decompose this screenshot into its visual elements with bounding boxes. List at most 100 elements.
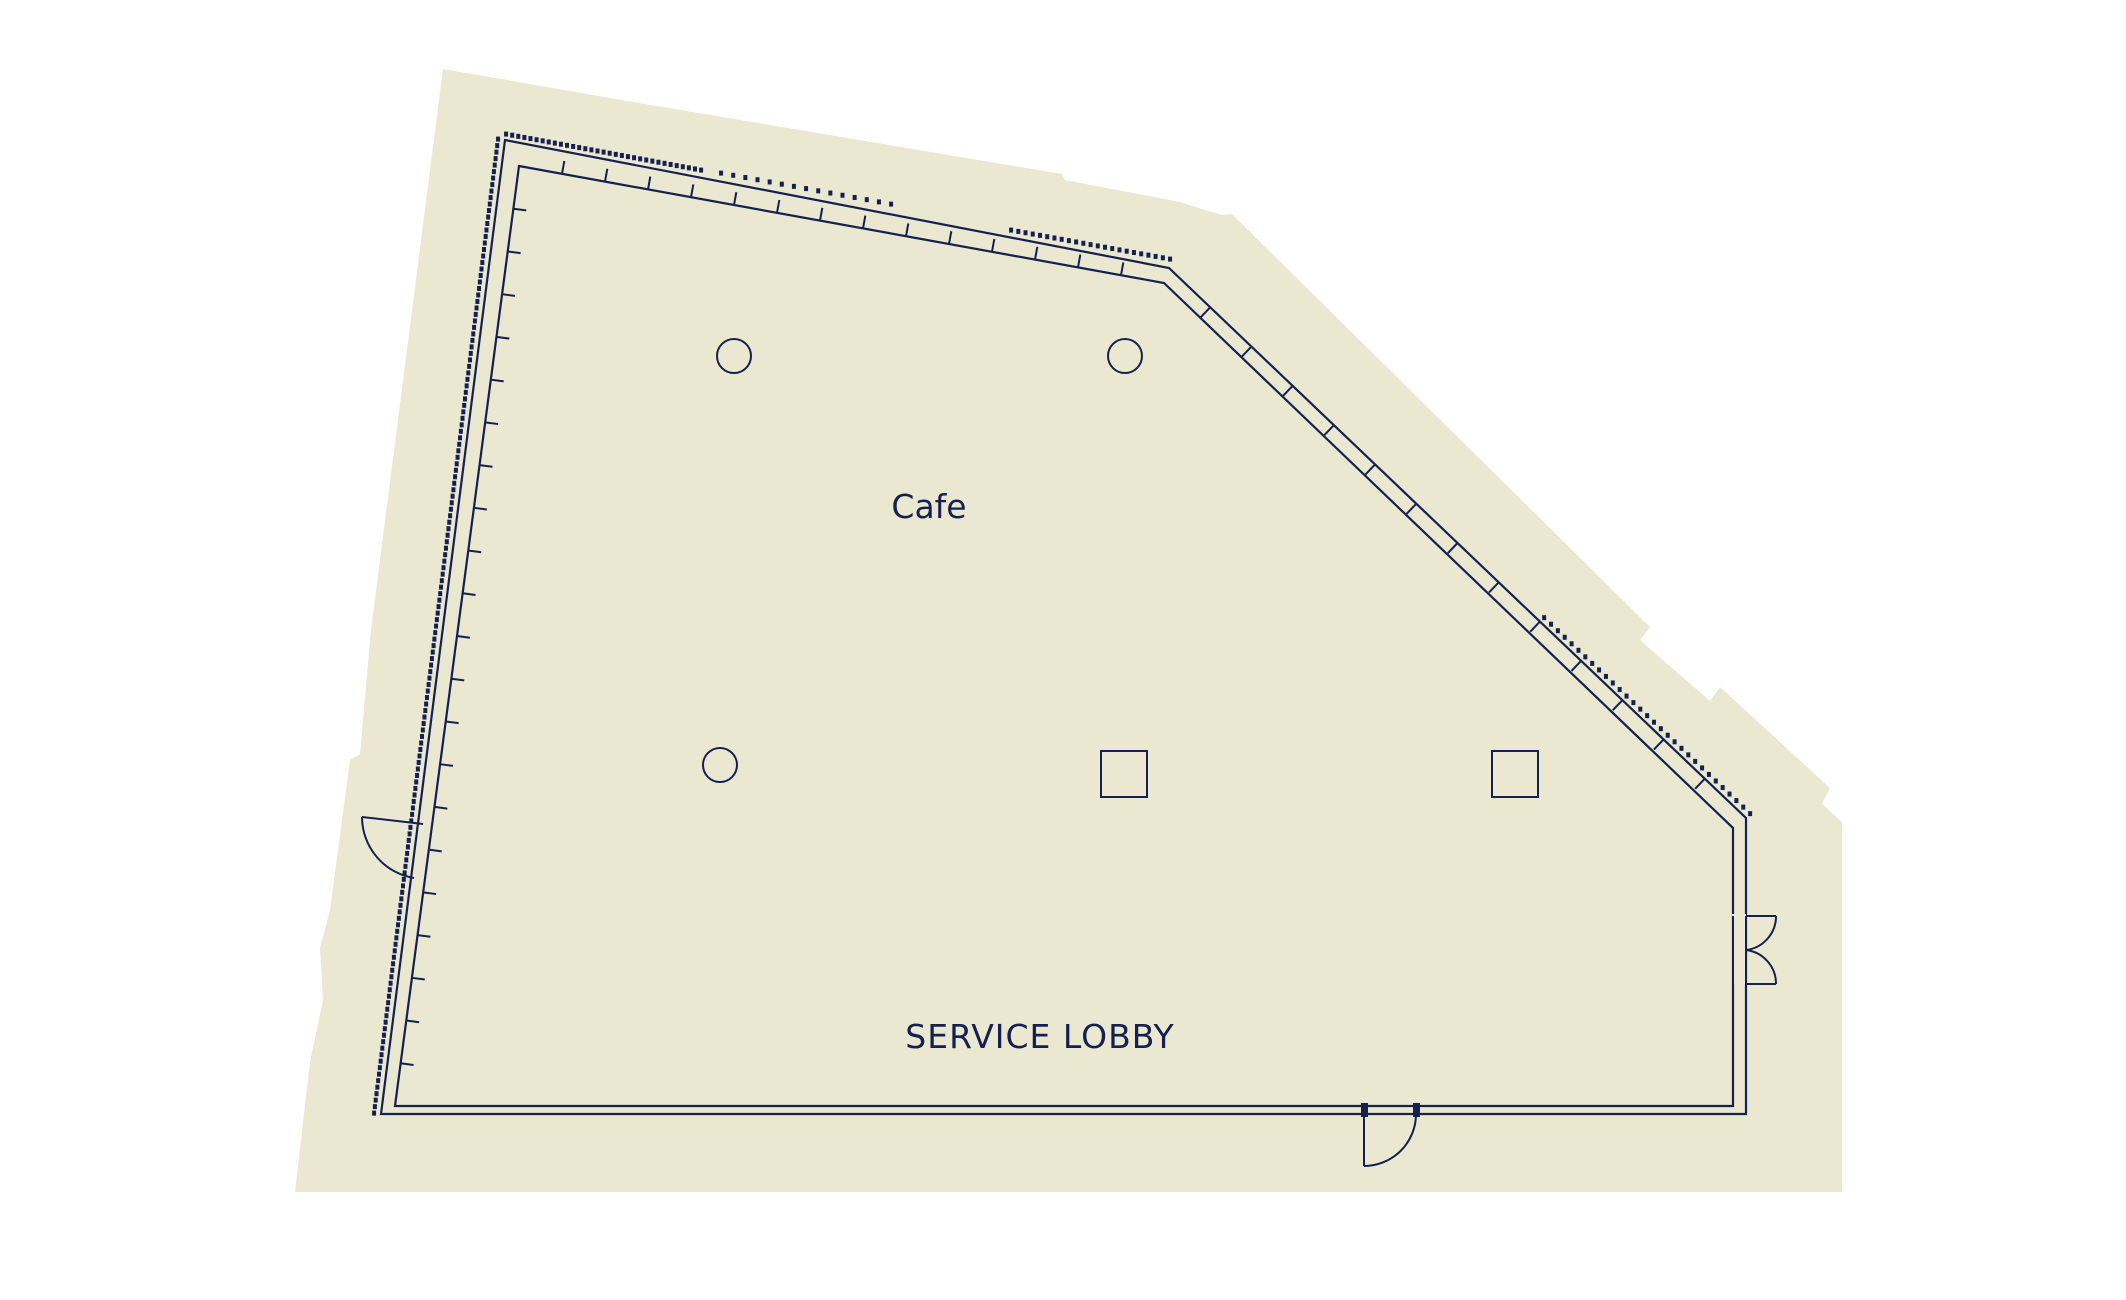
mullion [1653,738,1665,751]
screen-fin [435,610,440,616]
mullion [1282,385,1294,397]
doors [361,816,1778,1167]
screen-fin [472,318,477,324]
screen-fin [656,159,661,165]
mullion [604,168,609,182]
screen-fin [692,166,697,172]
screen-fin [408,824,413,830]
screen-fin [607,150,612,156]
screen-fin [386,993,391,999]
screen-fin [448,513,453,519]
screen-fin [385,1006,390,1012]
screen-fin [465,376,470,382]
screen-fin [486,208,491,214]
screen-fin [1052,235,1057,241]
screen-fin [468,350,473,356]
screen-fin [1713,778,1718,784]
screen-fin [439,578,444,584]
screen-fin [552,140,557,146]
screen-fin [383,1019,388,1025]
screen-fin [459,422,464,428]
screen-fin [426,682,431,688]
screen-fin [391,954,396,960]
screen-fin [516,133,521,139]
screen-fin [1131,250,1136,256]
screen-fin [416,759,421,765]
mullion [733,192,738,206]
screen-fin [510,132,515,138]
mullion [439,763,454,767]
screen-fin [1555,628,1560,634]
screen-fin [492,162,497,168]
screen-fin [1117,247,1122,253]
mullion [1694,778,1706,790]
screen-fin [1059,236,1064,242]
screen-fin [487,201,492,207]
screen-fin [546,139,551,145]
screen-fin [372,1110,377,1116]
mullion [406,1019,420,1024]
column-square [1491,750,1539,798]
screen-fin [397,909,402,915]
screen-fin [1748,811,1753,817]
screen-fin [589,147,594,153]
screen-fin [1583,654,1588,660]
screen-fin [1741,804,1746,810]
screen-fin [1576,647,1581,653]
screen-fin [382,1026,387,1032]
mullion [1570,660,1582,672]
mullion [1611,699,1624,711]
mullion [485,421,499,426]
screen-fin [481,253,486,259]
screen-fin [374,1091,379,1097]
mullion [1529,620,1541,633]
screen-fin [1037,232,1042,238]
screen-fin [495,143,500,149]
mullion [456,635,471,639]
mullion [905,223,910,237]
room-label-cafe: Cafe [891,487,966,526]
screen-fin [432,636,437,642]
screen-fin [413,785,418,791]
screen-fin [1700,765,1705,771]
screen-fin [410,811,415,817]
screen-fin [433,630,438,636]
mullion [948,231,953,245]
screen-fin [469,344,474,350]
screen-fin [743,175,748,181]
screen-fin [1030,231,1035,237]
screen-fin [1652,719,1657,725]
screen-fin [1542,615,1547,621]
mullion [819,207,824,221]
screen-fin [422,714,427,720]
screen-fin [493,156,498,162]
screen-fin [485,221,490,227]
screen-fin [462,402,467,408]
screen-fin [438,591,443,597]
screen-fin [1638,706,1643,712]
screen-fin [1665,732,1670,738]
screen-fin [394,935,399,941]
screen-fin [1146,252,1151,258]
site-area [295,69,1842,1192]
screen-fin [1153,253,1158,259]
mullion [561,160,566,174]
mullion [1120,262,1125,276]
screen-fin [445,532,450,538]
screen-fin [1686,752,1691,758]
screen-fin [601,149,606,155]
screen-fin [1095,243,1100,249]
screen-fin [400,889,405,895]
screen-fin [437,597,442,603]
screen-fin [420,727,425,733]
mullion [1405,503,1418,515]
screen-fin [731,172,736,178]
wall-ticks [400,160,1706,1066]
screen-fin [477,285,482,291]
screen-fin [375,1084,380,1090]
mullion [513,207,527,212]
screen-fin [473,311,478,317]
screen-fin [430,649,435,655]
screen-fin [424,701,429,707]
